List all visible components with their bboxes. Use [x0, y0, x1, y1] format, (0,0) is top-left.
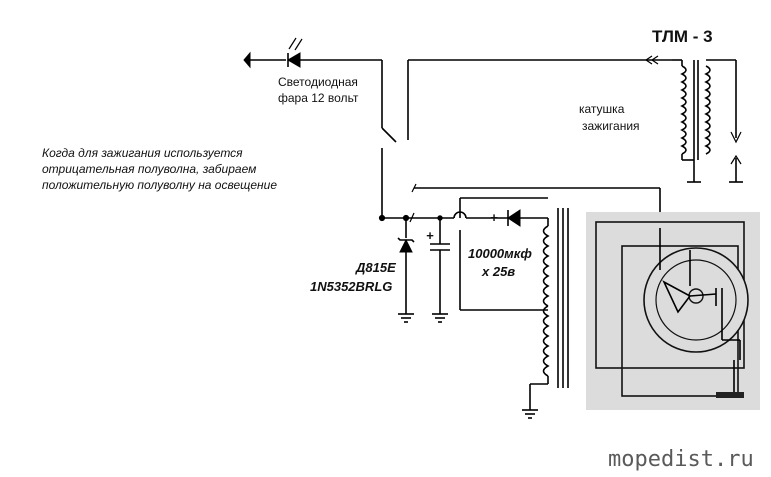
charge-diode-icon	[507, 209, 521, 227]
capacitor-label1: 10000мкф	[468, 246, 532, 261]
zener-label2: 1N5352BRLG	[310, 279, 392, 294]
led-diode-icon	[287, 52, 301, 68]
capacitor-plus: +	[426, 228, 434, 243]
switch	[378, 127, 397, 222]
diode-plus: +	[490, 210, 498, 225]
note-line2: отрицательная полуволна, забираем	[42, 162, 256, 176]
diagram-title: ТЛМ - 3	[652, 27, 713, 46]
capacitor-label2: x 25в	[481, 264, 515, 279]
capacitor: + 10000мкф x 25в	[426, 218, 532, 323]
watermark: mopedist.ru	[608, 447, 754, 472]
note-line3: положительную полуволну на освещение	[42, 178, 277, 192]
coil-label-line1: катушка	[579, 102, 625, 116]
main-bus	[382, 211, 548, 223]
zener-diode: Д815Е 1N5352BRLG	[310, 218, 415, 323]
generator-winding	[522, 208, 569, 419]
coil-label-line2: зажигания	[582, 119, 640, 133]
note-line1: Когда для зажигания используется	[42, 146, 243, 160]
zener-diode-icon	[399, 238, 413, 253]
top-wire	[407, 55, 682, 140]
charge-loop: +	[459, 197, 548, 311]
zener-label1: Д815Е	[355, 260, 396, 275]
magneto-panel	[586, 212, 760, 410]
led-headlight: Светодиодная фара 12 вольт	[243, 37, 383, 128]
ground-icon	[243, 51, 251, 69]
led-label-line2: фара 12 вольт	[278, 91, 359, 105]
ignition-coil: катушка зажигания	[579, 59, 743, 183]
led-label-line1: Светодиодная	[278, 75, 358, 89]
